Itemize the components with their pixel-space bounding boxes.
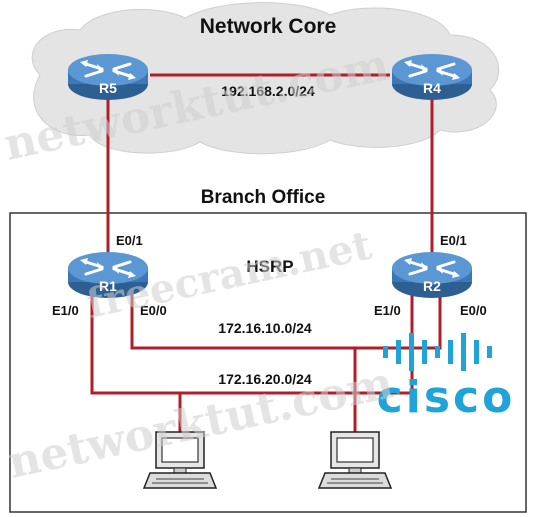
r1-e01-label: E0/1 (116, 233, 143, 248)
lan2-subnet-label: 172.16.20.0/24 (218, 371, 312, 387)
branch-office-box (9, 212, 527, 513)
hsrp-label: HSRP (246, 257, 293, 276)
r1-e00-label: E0/0 (140, 303, 167, 318)
router-r5-label: R5 (99, 80, 117, 96)
core-subnet-label: 192.168.2.0/24 (221, 83, 315, 99)
lan1-subnet-label: 172.16.10.0/24 (218, 320, 312, 336)
branch-office-title: Branch Office (201, 187, 326, 208)
router-r2-label: R2 (423, 278, 441, 294)
pc-2-icon[interactable] (318, 431, 392, 489)
cisco-logo-text: cisco (377, 372, 516, 423)
r2-e10-label: E1/0 (374, 303, 401, 318)
network-core-cloud (31, 2, 500, 155)
link-lan1 (130, 290, 442, 350)
cisco-logo: cisco (377, 333, 516, 423)
r2-e00-label: E0/0 (460, 303, 487, 318)
r1-e10-label: E1/0 (52, 303, 79, 318)
router-r1-label: R1 (99, 278, 117, 294)
watermark-networktut-bottom: networktut.com (4, 357, 398, 488)
network-core-title: Network Core (200, 15, 337, 38)
router-r4-label: R4 (423, 80, 441, 96)
r2-e01-label: E0/1 (440, 233, 467, 248)
